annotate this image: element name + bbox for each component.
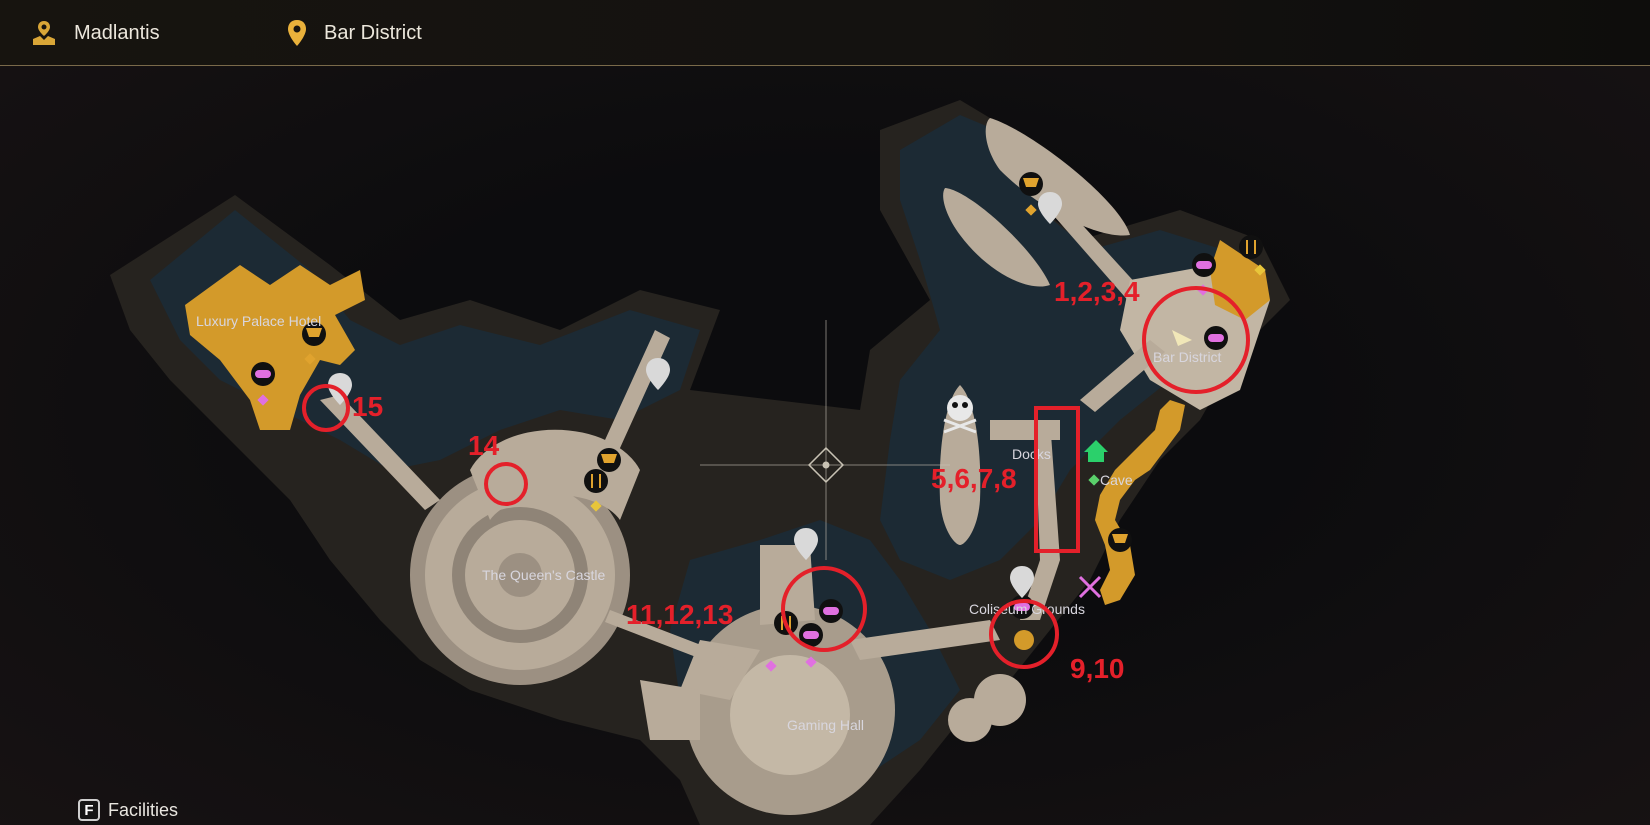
region-breadcrumb[interactable]: Madlantis — [30, 0, 160, 66]
annotation-1-2-3-4: 1,2,3,4 — [1054, 276, 1140, 307]
map-icons — [251, 172, 1266, 672]
location-breadcrumb[interactable]: Bar District — [286, 0, 422, 66]
annotation-14: 14 — [468, 430, 500, 461]
item-diamond-icon — [257, 204, 1266, 672]
shop-icon[interactable] — [1108, 528, 1132, 552]
skull-crossbones-icon[interactable] — [943, 395, 977, 434]
map-crosshair — [700, 320, 950, 560]
minigame-controller-icon[interactable] — [251, 362, 275, 386]
annotation-15: 15 — [352, 391, 383, 422]
shop-icon[interactable] — [1019, 172, 1043, 196]
quest-pin-icon[interactable] — [794, 528, 818, 560]
docks-label: Docks — [1012, 446, 1051, 462]
shop-icon[interactable] — [597, 448, 621, 472]
annotation-11-12-13: 11,12,13 — [626, 599, 733, 630]
location-label: Bar District — [324, 21, 422, 44]
cave-path — [1095, 400, 1185, 605]
quest-pin-icon[interactable] — [1038, 192, 1062, 224]
coliseum-grounds-label: Coliseum Grounds — [969, 601, 1085, 617]
annotation-5-6-7-8: 5,6,7,8 — [931, 463, 1017, 494]
quest-pin-icon[interactable] — [646, 358, 670, 390]
top-bar: Madlantis Bar District — [0, 0, 1650, 66]
luxury-palace-hotel-label: Luxury Palace Hotel — [196, 313, 321, 329]
shop-icon[interactable] — [302, 322, 326, 346]
bar-district-zone — [1210, 240, 1270, 320]
highlighted-areas — [185, 240, 1270, 650]
quest-pin-icon[interactable] — [1010, 566, 1034, 598]
restaurant-icon[interactable] — [1239, 235, 1263, 259]
gaming-hall-label: Gaming Hall — [787, 717, 864, 733]
home-save-icon[interactable] — [1084, 440, 1108, 462]
facilities-label: Facilities — [108, 799, 179, 820]
golden-map-icon — [30, 19, 58, 47]
crossed-swords-icon[interactable] — [1078, 575, 1102, 599]
luxury-palace-hotel-zone — [185, 265, 365, 430]
map-view[interactable]: Luxury Palace Hotel The Queen's Castle G… — [0, 66, 1650, 825]
map-pin-icon — [286, 19, 308, 47]
f-key-icon: F — [78, 799, 100, 821]
minigame-controller-icon[interactable] — [1192, 253, 1216, 277]
bar-district-label: Bar District — [1153, 349, 1222, 365]
minigame-controller-icon[interactable] — [799, 623, 823, 647]
player-position-arrow-icon — [1172, 330, 1192, 346]
facilities-toggle[interactable]: F Facilities — [78, 795, 178, 825]
coliseum-marker-zone — [1014, 630, 1034, 650]
queens-castle-label: The Queen's Castle — [482, 567, 606, 583]
map-canvas[interactable]: Luxury Palace Hotel The Queen's Castle G… — [0, 66, 1650, 825]
region-label: Madlantis — [74, 21, 160, 44]
minigame-controller-icon[interactable] — [1204, 326, 1228, 350]
cave-label: Cave — [1100, 472, 1133, 488]
annotation-markers — [302, 286, 1250, 669]
annotation-9-10: 9,10 — [1070, 653, 1125, 684]
minigame-controller-icon[interactable] — [819, 599, 843, 623]
restaurant-icon[interactable] — [584, 469, 608, 493]
